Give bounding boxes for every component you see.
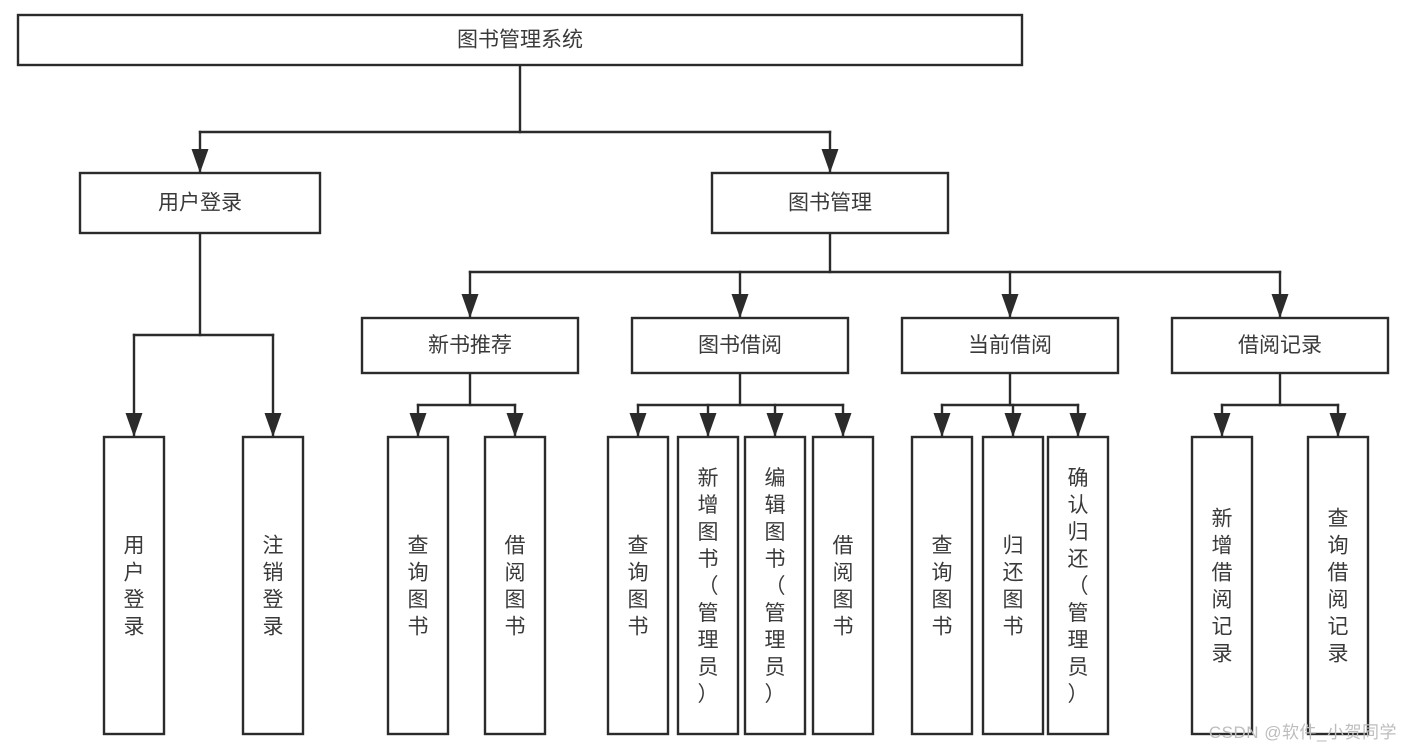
node-book-manage[interactable]: 图书管理 (710, 171, 950, 235)
arrow-head-icon-query-book-3 (933, 413, 951, 437)
arrow-head-icon-current-borrow (1001, 294, 1019, 318)
node-box-borrow-book-1 (483, 435, 547, 736)
node-box-root (16, 13, 1024, 67)
node-box-new-book-recommend (360, 316, 580, 375)
node-return-book[interactable]: 归还图书 (981, 435, 1045, 736)
node-book-borrow[interactable]: 图书借阅 (630, 316, 850, 375)
node-label-query-book-1: 查询图书 (408, 535, 429, 639)
node-label-edit-book: 编辑图书（管理员） (765, 467, 786, 706)
node-query-borrow-record[interactable]: 查询借阅记录 (1306, 435, 1370, 736)
node-add-borrow-record[interactable]: 新增借阅记录 (1190, 435, 1254, 736)
node-box-add-borrow-record (1190, 435, 1254, 736)
node-label-borrow-record: 借阅记录 (1238, 334, 1322, 357)
node-label-user-login-do: 用户登录 (124, 535, 145, 639)
arrow-head-icon-book-manage (821, 149, 839, 173)
arrow-head-icon-borrow-record (1271, 294, 1289, 318)
arrow-head-icon-query-book-1 (409, 413, 427, 437)
node-box-query-borrow-record (1306, 435, 1370, 736)
node-label-new-book-recommend: 新书推荐 (428, 334, 512, 357)
node-box-book-manage (710, 171, 950, 235)
node-label-add-book: 新增图书（管理员） (698, 467, 719, 706)
node-query-book-3[interactable]: 查询图书 (910, 435, 974, 736)
node-query-book-1[interactable]: 查询图书 (386, 435, 450, 736)
csdn-watermark: CSDN @软件_小贺同学 (1208, 723, 1397, 742)
node-box-borrow-record (1170, 316, 1390, 375)
node-edit-book[interactable]: 编辑图书（管理员） (743, 435, 807, 736)
node-label-query-book-2: 查询图书 (628, 535, 649, 639)
arrow-head-icon-borrow-book-2 (834, 413, 852, 437)
node-label-borrow-book-2: 借阅图书 (833, 535, 854, 639)
node-box-edit-book (743, 435, 807, 736)
node-borrow-book-1[interactable]: 借阅图书 (483, 435, 547, 736)
arrow-head-icon-borrow-book-1 (506, 413, 524, 437)
node-label-user-login: 用户登录 (158, 192, 242, 215)
node-box-user-login-do (102, 435, 166, 736)
node-label-borrow-book-1: 借阅图书 (505, 535, 526, 639)
node-layer: 图书管理系统用户登录图书管理用户登录注销登录新书推荐图书借阅当前借阅借阅记录查询… (16, 13, 1390, 736)
node-borrow-book-2[interactable]: 借阅图书 (811, 435, 875, 736)
arrow-head-icon-add-book (699, 413, 717, 437)
node-label-query-borrow-record: 查询借阅记录 (1328, 508, 1349, 666)
node-borrow-record[interactable]: 借阅记录 (1170, 316, 1390, 375)
arrow-head-icon-confirm-return (1069, 413, 1087, 437)
node-add-book[interactable]: 新增图书（管理员） (676, 435, 740, 736)
node-new-book-recommend[interactable]: 新书推荐 (360, 316, 580, 375)
node-box-query-book-2 (606, 435, 670, 736)
node-box-current-borrow (900, 316, 1120, 375)
node-box-add-book (676, 435, 740, 736)
arrow-head-icon-user-login (191, 149, 209, 173)
node-query-book-2[interactable]: 查询图书 (606, 435, 670, 736)
node-user-login[interactable]: 用户登录 (78, 171, 322, 235)
node-user-logout[interactable]: 注销登录 (241, 435, 305, 736)
node-current-borrow[interactable]: 当前借阅 (900, 316, 1120, 375)
node-label-query-book-3: 查询图书 (932, 535, 953, 639)
node-label-return-book: 归还图书 (1003, 535, 1024, 639)
arrow-head-icon-edit-book (766, 413, 784, 437)
node-box-confirm-return (1046, 435, 1110, 736)
node-root[interactable]: 图书管理系统 (16, 13, 1024, 67)
arrow-head-icon-user-login-do (125, 413, 143, 437)
arrow-head-icon-query-borrow-record (1329, 413, 1347, 437)
node-label-current-borrow: 当前借阅 (968, 334, 1052, 357)
connector-layer (125, 63, 1347, 439)
node-confirm-return[interactable]: 确认归还（管理员） (1046, 435, 1110, 736)
node-label-user-logout: 注销登录 (263, 535, 284, 639)
node-box-query-book-1 (386, 435, 450, 736)
arrow-head-icon-new-book-recommend (461, 294, 479, 318)
node-label-add-borrow-record: 新增借阅记录 (1212, 508, 1233, 666)
node-box-user-logout (241, 435, 305, 736)
arrow-head-icon-return-book (1004, 413, 1022, 437)
arrow-head-icon-book-borrow (731, 294, 749, 318)
node-box-user-login (78, 171, 322, 235)
arrow-head-icon-add-borrow-record (1213, 413, 1231, 437)
node-label-confirm-return: 确认归还（管理员） (1068, 467, 1089, 706)
node-box-return-book (981, 435, 1045, 736)
node-box-book-borrow (630, 316, 850, 375)
node-box-borrow-book-2 (811, 435, 875, 736)
arrow-head-icon-user-logout (264, 413, 282, 437)
arrow-head-icon-query-book-2 (629, 413, 647, 437)
node-label-book-borrow: 图书借阅 (698, 334, 782, 357)
node-box-query-book-3 (910, 435, 974, 736)
node-label-root: 图书管理系统 (457, 29, 583, 52)
node-label-book-manage: 图书管理 (788, 192, 872, 215)
node-user-login-do[interactable]: 用户登录 (102, 435, 166, 736)
